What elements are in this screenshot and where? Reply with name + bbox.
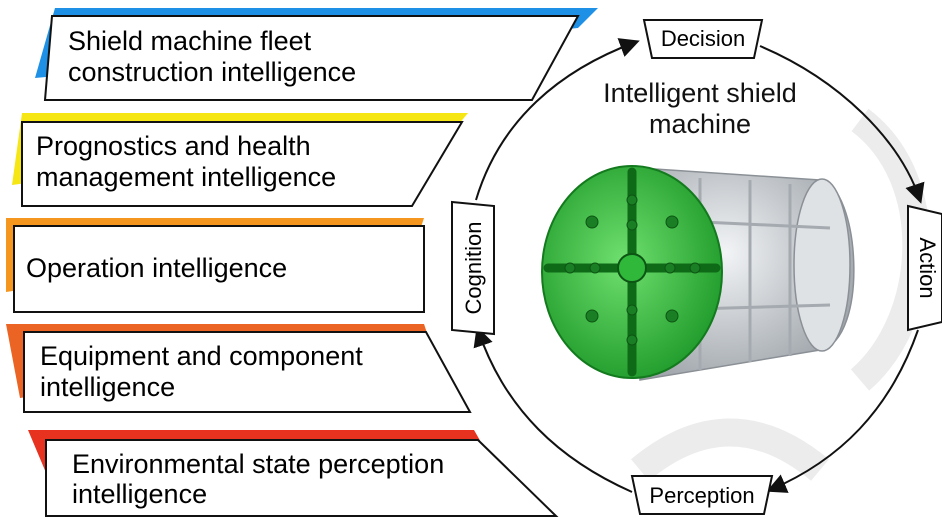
- layer-band-1: Shield machine fleet construction intell…: [35, 8, 598, 101]
- cycle-label-perception: Perception: [649, 483, 754, 508]
- cycle-label-action: Action: [915, 237, 940, 298]
- layer-band-3-box: [13, 225, 425, 313]
- layer-band-5-box: [45, 439, 559, 517]
- layer-label-5-line-1: Environmental state perception: [72, 449, 444, 479]
- layer-band-5: Environmental state perception intellige…: [28, 430, 559, 517]
- cycle-node-action: Action: [907, 204, 942, 332]
- center-title-line-2: machine: [649, 109, 751, 139]
- arc-action-to-perception: [766, 329, 919, 493]
- layer-band-4-box: [23, 331, 472, 413]
- layer-band-3: Operation intelligence: [6, 218, 425, 313]
- layer-label-1-line-2: construction intelligence: [68, 57, 356, 87]
- cycle-node-decision: Decision: [642, 19, 764, 59]
- cycle-label-cognition: Cognition: [461, 222, 486, 315]
- machine-rear: [793, 178, 851, 352]
- cycle-label-decision: Decision: [661, 26, 745, 51]
- machine-cutter-discs: [564, 194, 701, 346]
- layer-label-5-line-2: intelligence: [72, 479, 207, 509]
- layer-band-1-box: [43, 15, 580, 101]
- cycle-ring: [473, 38, 925, 493]
- cycle-node-perception: Perception: [630, 475, 774, 515]
- machine-center-hub: [617, 253, 647, 283]
- layer-label-3-line-1: Operation intelligence: [26, 253, 287, 283]
- layer-band-2-box: [21, 121, 464, 207]
- layer-label-1-line-1: Shield machine fleet: [68, 26, 312, 56]
- layer-label-4-line-2: intelligence: [40, 372, 175, 402]
- center-title-line-1: Intelligent shield: [603, 78, 797, 108]
- arc-perception-to-cognition: [473, 326, 633, 493]
- cycle-node-cognition: Cognition: [451, 200, 495, 336]
- shield-machine-image: [541, 165, 855, 381]
- arc-decision-to-action: [759, 45, 925, 204]
- layer-label-2-line-2: management intelligence: [36, 162, 336, 192]
- layer-label-4-line-1: Equipment and component: [40, 341, 363, 371]
- arc-cognition-to-decision: [475, 38, 640, 201]
- layer-label-2-line-1: Prognostics and health: [36, 131, 311, 161]
- layer-band-4: Equipment and component intelligence: [6, 324, 472, 413]
- layer-band-2: Prognostics and health management intell…: [12, 113, 468, 207]
